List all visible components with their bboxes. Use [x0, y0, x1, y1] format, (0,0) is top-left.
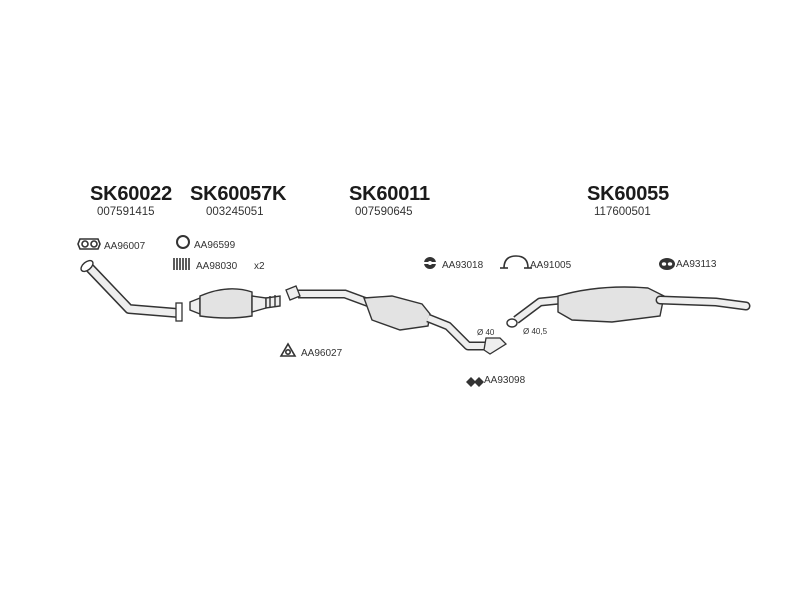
part-code-middle-silencer[interactable]: SK60011 — [349, 183, 430, 205]
accessory-label-gasket[interactable]: AA96007 — [104, 241, 146, 252]
accessory-label-ring[interactable]: AA96599 — [194, 240, 236, 251]
oe-ref-middle-silencer: 007590645 — [355, 206, 413, 218]
accessory-label-spring[interactable]: AA98030 — [196, 261, 238, 272]
accessory-label-rubber-mount[interactable]: AA93113 — [676, 259, 717, 270]
oe-ref-rear-silencer: 117600501 — [594, 206, 651, 218]
accessory-spring-quantity: x2 — [254, 261, 265, 272]
catalyst-part[interactable] — [189, 288, 281, 319]
gasket-icon[interactable] — [77, 238, 101, 250]
accessory-label-flange-seal[interactable]: AA96027 — [301, 348, 343, 359]
ring-icon[interactable] — [176, 235, 190, 249]
oe-ref-front-pipe: 007591415 — [97, 206, 155, 218]
middle-silencer-part[interactable] — [285, 285, 508, 355]
front-pipe-part[interactable] — [79, 258, 183, 322]
accessory-label-joint[interactable]: AA93098 — [484, 375, 526, 386]
dimension-label-40-5: Ø 40,5 — [523, 327, 548, 336]
rear-silencer-part[interactable] — [506, 286, 751, 328]
part-code-catalyst[interactable]: SK60057K — [190, 183, 287, 205]
rubber-mount-icon[interactable] — [659, 258, 675, 270]
joint-icon[interactable] — [466, 377, 484, 387]
spring-icon[interactable] — [173, 258, 190, 270]
dimension-label-40: Ø 40 — [477, 328, 495, 337]
part-code-rear-silencer[interactable]: SK60055 — [587, 183, 669, 205]
flange-seal-icon[interactable] — [279, 342, 297, 357]
accessory-label-hanger[interactable]: AA93018 — [442, 260, 484, 271]
hanger-icon[interactable] — [423, 257, 437, 269]
part-code-front-pipe[interactable]: SK60022 — [90, 183, 172, 205]
accessory-label-clamp[interactable]: AA91005 — [530, 260, 572, 271]
clamp-icon[interactable] — [500, 255, 532, 269]
oe-ref-catalyst: 003245051 — [206, 206, 264, 218]
